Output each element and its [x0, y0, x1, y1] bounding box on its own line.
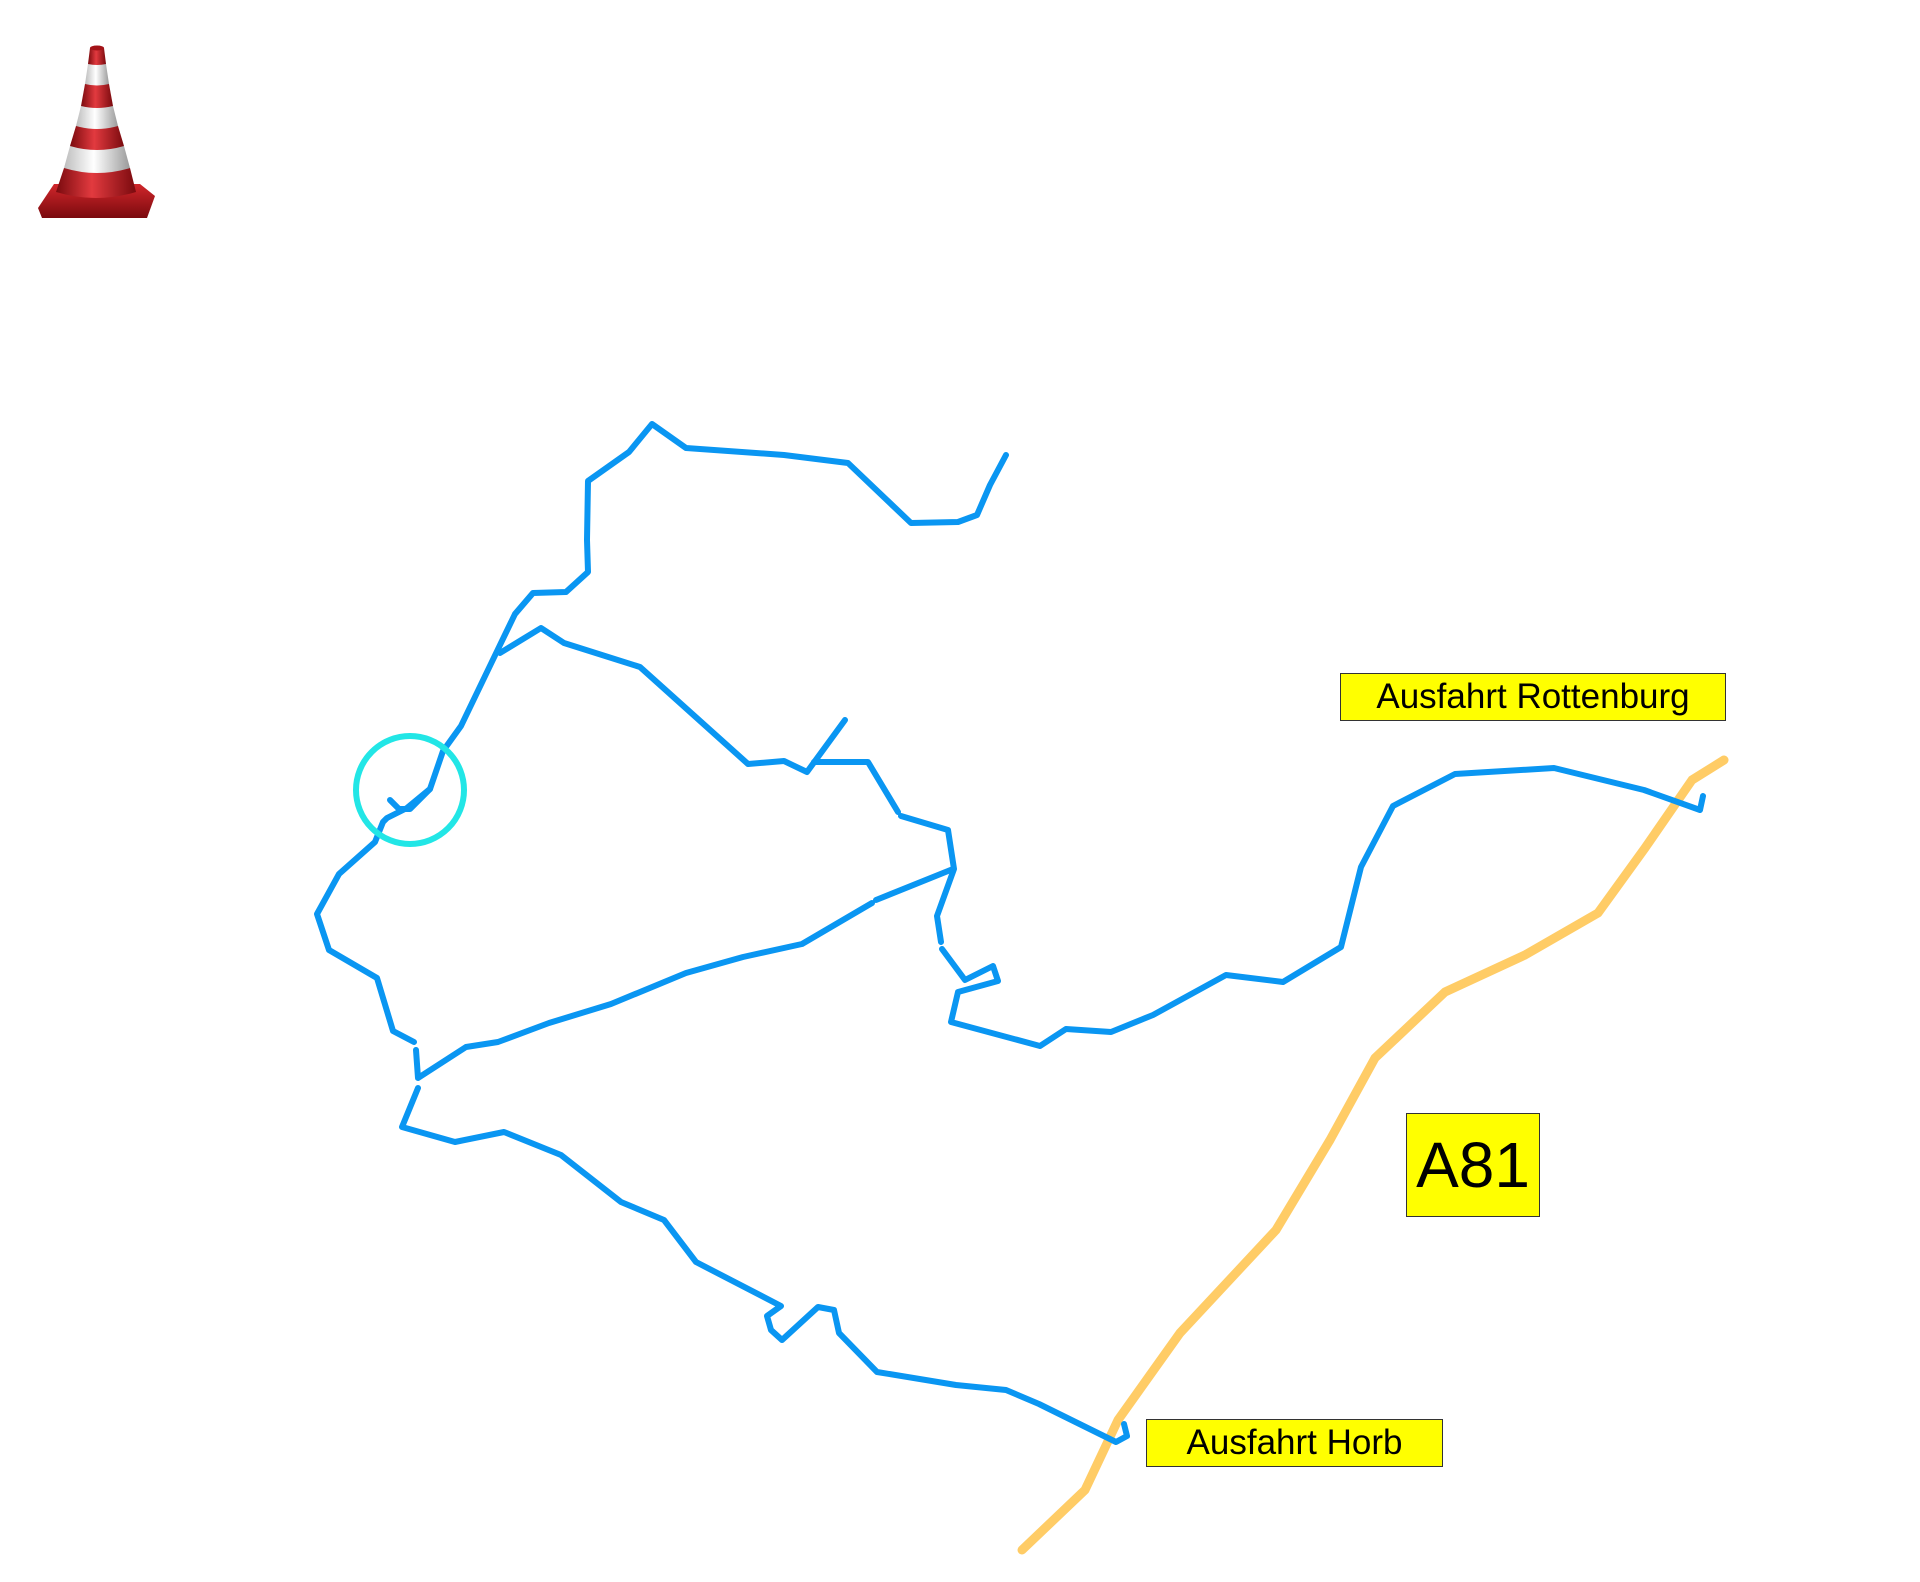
route-north-branch	[314, 421, 1009, 1045]
route-connector	[413, 900, 875, 1081]
highway-label-a81: A81	[1406, 1113, 1540, 1217]
route-middle-branch-2	[811, 759, 901, 815]
route-middle-branch-4	[939, 765, 1706, 1049]
highway-a81-line	[1017, 755, 1729, 1555]
route-middle-branch	[497, 625, 848, 775]
route-south-branch	[399, 1085, 1130, 1445]
exit-label-horb: Ausfahrt Horb	[1146, 1419, 1443, 1467]
traffic-cone-icon	[38, 45, 155, 218]
route-spur	[387, 786, 433, 812]
route-connector-2	[873, 866, 956, 903]
highlight-circle	[353, 733, 467, 847]
exit-label-rottenburg: Ausfahrt Rottenburg	[1340, 673, 1726, 721]
